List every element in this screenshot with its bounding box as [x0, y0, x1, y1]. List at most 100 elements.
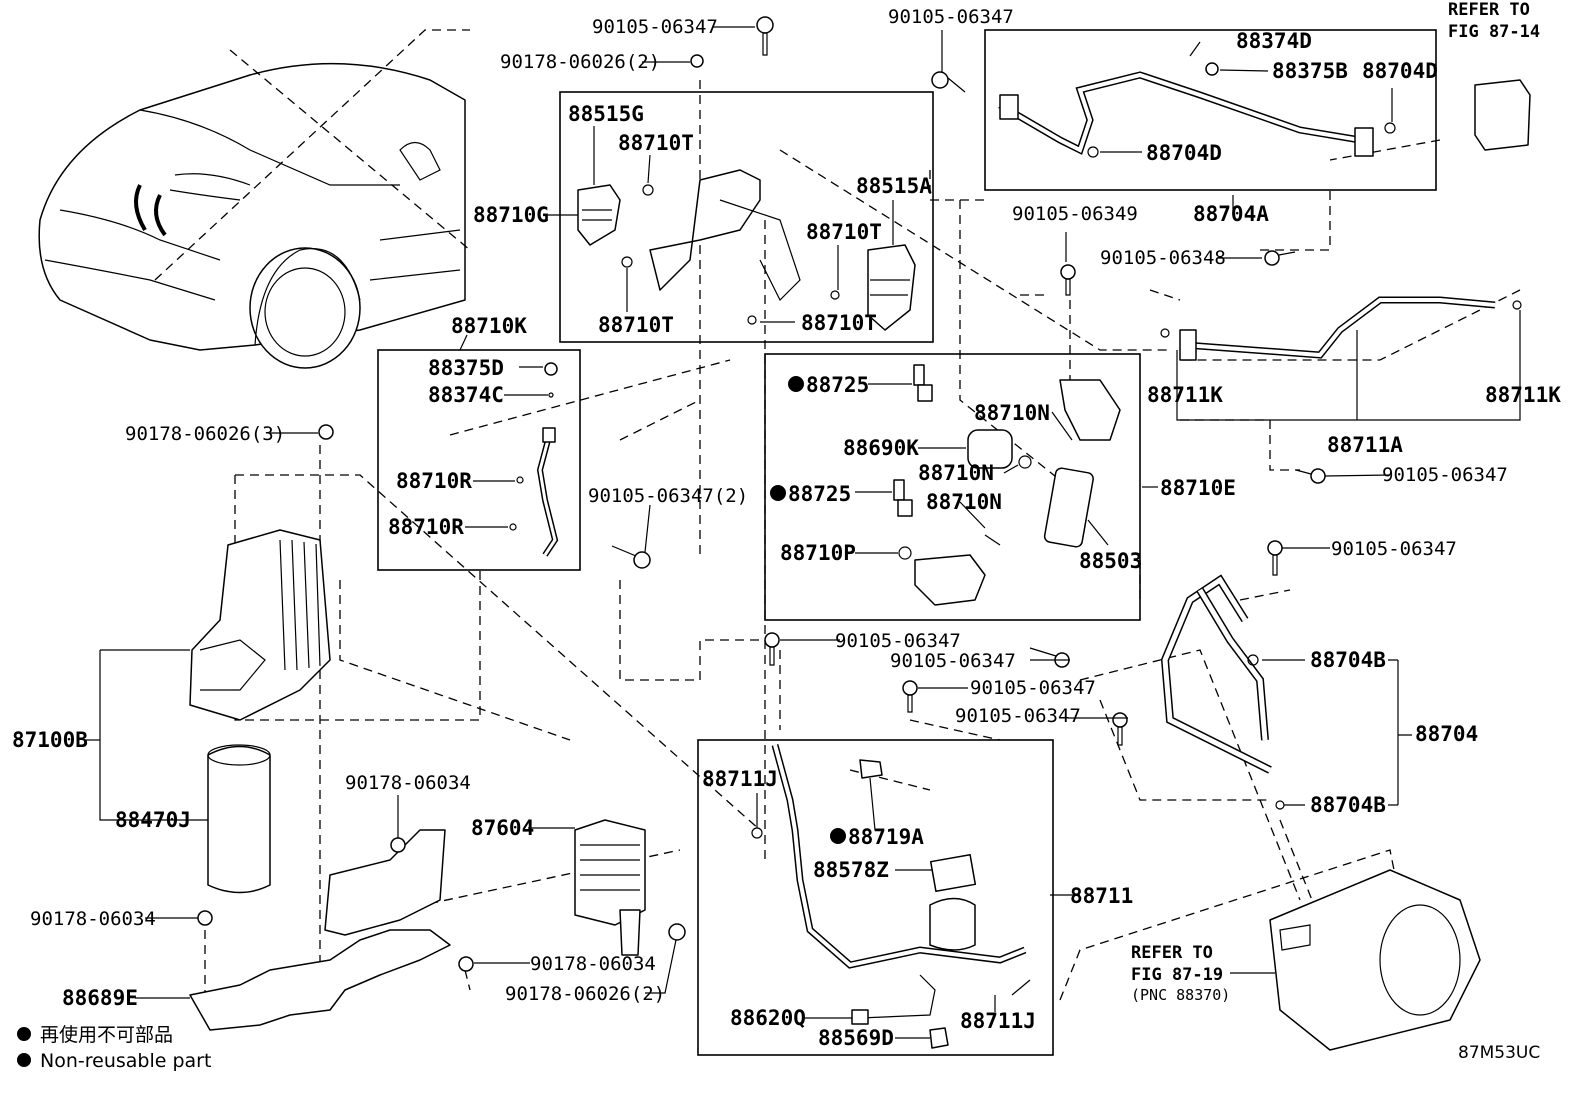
- label-90105-06347-f: 90105-06347: [890, 650, 1016, 672]
- label-88710N-a: 88710N: [974, 401, 1050, 425]
- non-reusable-dot-88725-b: [770, 485, 786, 501]
- bolt-90105-06347-2: [611, 545, 651, 569]
- nut-90178-06026-2-b: [668, 923, 686, 941]
- label-88375B: 88375B: [1272, 59, 1348, 83]
- part-87604: [574, 819, 646, 926]
- label-90178-06034-b: 90178-06034: [30, 908, 156, 930]
- part-88704A-fitting: [999, 94, 1019, 120]
- part-88515G: [577, 184, 621, 246]
- label-88710R-b: 88710R: [388, 515, 464, 539]
- label-88710K: 88710K: [451, 314, 527, 338]
- part-88711-receiver: [929, 897, 976, 951]
- assembly-dashed-lines: [154, 29, 1521, 1010]
- part-88725-sensor-a: [913, 364, 933, 402]
- box-88704A-group: [984, 29, 1437, 191]
- label-88719A: 88719A: [848, 825, 924, 849]
- label-90105-06347-a: 90105-06347: [592, 16, 718, 38]
- box-88710E-group: [764, 353, 1141, 621]
- part-labels: 90105-06347 90178-06026(2) 90105-06347 R…: [12, 0, 1561, 1050]
- label-87604: 87604: [471, 816, 534, 840]
- part-88711A-fitting: [1179, 329, 1197, 361]
- label-88710R-a: 88710R: [396, 469, 472, 493]
- nut-90178-06026-top: [690, 54, 704, 68]
- label-90105-06347-e: 90105-06347: [835, 630, 961, 652]
- label-88704: 88704: [1415, 722, 1478, 746]
- part-88710E-valve: [1059, 379, 1121, 441]
- box-88710G-group: [559, 91, 934, 343]
- legend-japanese: 再使用不可部品: [40, 1024, 173, 1046]
- bolt-90105-06347-right: [931, 71, 966, 93]
- label-88710T-b: 88710T: [806, 220, 882, 244]
- bolt-90105-06347-h: [1112, 712, 1128, 746]
- bolt-90105-06347-f: [764, 632, 780, 666]
- box-88710K-group: [377, 349, 581, 571]
- part-88470J: [207, 745, 271, 894]
- label-88374D: 88374D: [1236, 29, 1312, 53]
- bolt-90105-06347-e: [1029, 647, 1070, 668]
- part-compressor-88370: [1269, 869, 1481, 1051]
- bolt-90105-06347-d: [1267, 540, 1283, 576]
- label-88374C: 88374C: [428, 383, 504, 407]
- label-88578Z: 88578Z: [813, 858, 889, 882]
- part-88578Z: [929, 854, 977, 892]
- label-88725-b: 88725: [788, 482, 851, 506]
- label-refer-87-14-line2: FIG 87-14: [1448, 22, 1540, 42]
- label-90178-06026-2-a: 90178-06026(2): [500, 51, 660, 73]
- label-88470J: 88470J: [115, 808, 191, 832]
- label-90105-06347-2: 90105-06347(2): [588, 485, 748, 507]
- label-88711: 88711: [1070, 884, 1133, 908]
- label-88710T-d: 88710T: [801, 311, 877, 335]
- label-90105-06347-g: 90105-06347: [970, 677, 1096, 699]
- label-90105-06347-d: 90105-06347: [1331, 538, 1457, 560]
- label-88689E: 88689E: [62, 986, 138, 1010]
- label-90105-06348: 90105-06348: [1100, 247, 1226, 269]
- part-88689E: [189, 929, 451, 1031]
- nut-90178-06034-b: [197, 910, 213, 926]
- label-refer-87-14-line1: REFER TO: [1448, 0, 1530, 20]
- label-88711K-b: 88711K: [1485, 383, 1561, 407]
- label-88710N-c: 88710N: [926, 490, 1002, 514]
- bolt-90105-06348: [1264, 250, 1296, 266]
- label-88711A: 88711A: [1327, 433, 1403, 457]
- part-88690K: [967, 429, 1013, 469]
- label-88704B-a: 88704B: [1310, 648, 1386, 672]
- label-90105-06347-c: 90105-06347: [1382, 464, 1508, 486]
- label-88710T-c: 88710T: [598, 313, 674, 337]
- label-90105-06349: 90105-06349: [1012, 203, 1138, 225]
- part-88620Q: [851, 1009, 869, 1025]
- label-refer-87-19-line1: REFER TO: [1131, 943, 1213, 963]
- part-88710G-bracket: [649, 169, 761, 291]
- label-88711K-a: 88711K: [1147, 383, 1223, 407]
- legend: 再使用不可部品 Non-reusable part: [17, 1024, 211, 1072]
- label-refer-87-19-pnc: (PNC 88370): [1131, 986, 1230, 1004]
- legend-dot-english: [17, 1053, 31, 1067]
- label-90178-06026-3: 90178-06026(3): [125, 423, 285, 445]
- label-90105-06347-b: 90105-06347: [888, 6, 1014, 28]
- label-88569D: 88569D: [818, 1026, 894, 1050]
- label-87100B: 87100B: [12, 728, 88, 752]
- label-88704D-b: 88704D: [1146, 141, 1222, 165]
- label-88711J-b: 88711J: [960, 1009, 1036, 1033]
- label-88515G: 88515G: [568, 102, 644, 126]
- part-88515A: [867, 244, 916, 331]
- part-fig-87-14: [1474, 79, 1531, 151]
- label-88704D-a: 88704D: [1362, 59, 1438, 83]
- part-88719A: [859, 759, 883, 779]
- part-88503: [1043, 467, 1094, 548]
- label-refer-87-19-line2: FIG 87-19: [1131, 965, 1223, 985]
- label-88503: 88503: [1079, 549, 1142, 573]
- nut-90178-06026-3: [318, 424, 334, 440]
- box-88711-group: [697, 739, 1054, 1056]
- label-88711J-a: 88711J: [702, 767, 778, 791]
- vehicle-illustration: [38, 62, 466, 369]
- bolt-90105-06349: [1060, 264, 1076, 296]
- label-90178-06026-2-b: 90178-06026(2): [505, 983, 665, 1005]
- label-88710G: 88710G: [473, 203, 549, 227]
- part-88710E-block: [914, 554, 986, 606]
- diagram-code: 87M53UC: [1458, 1043, 1540, 1063]
- leader-lines: [85, 26, 1521, 1039]
- label-88710P: 88710P: [780, 541, 856, 565]
- label-88704B-b: 88704B: [1310, 793, 1386, 817]
- label-88690K: 88690K: [843, 436, 919, 460]
